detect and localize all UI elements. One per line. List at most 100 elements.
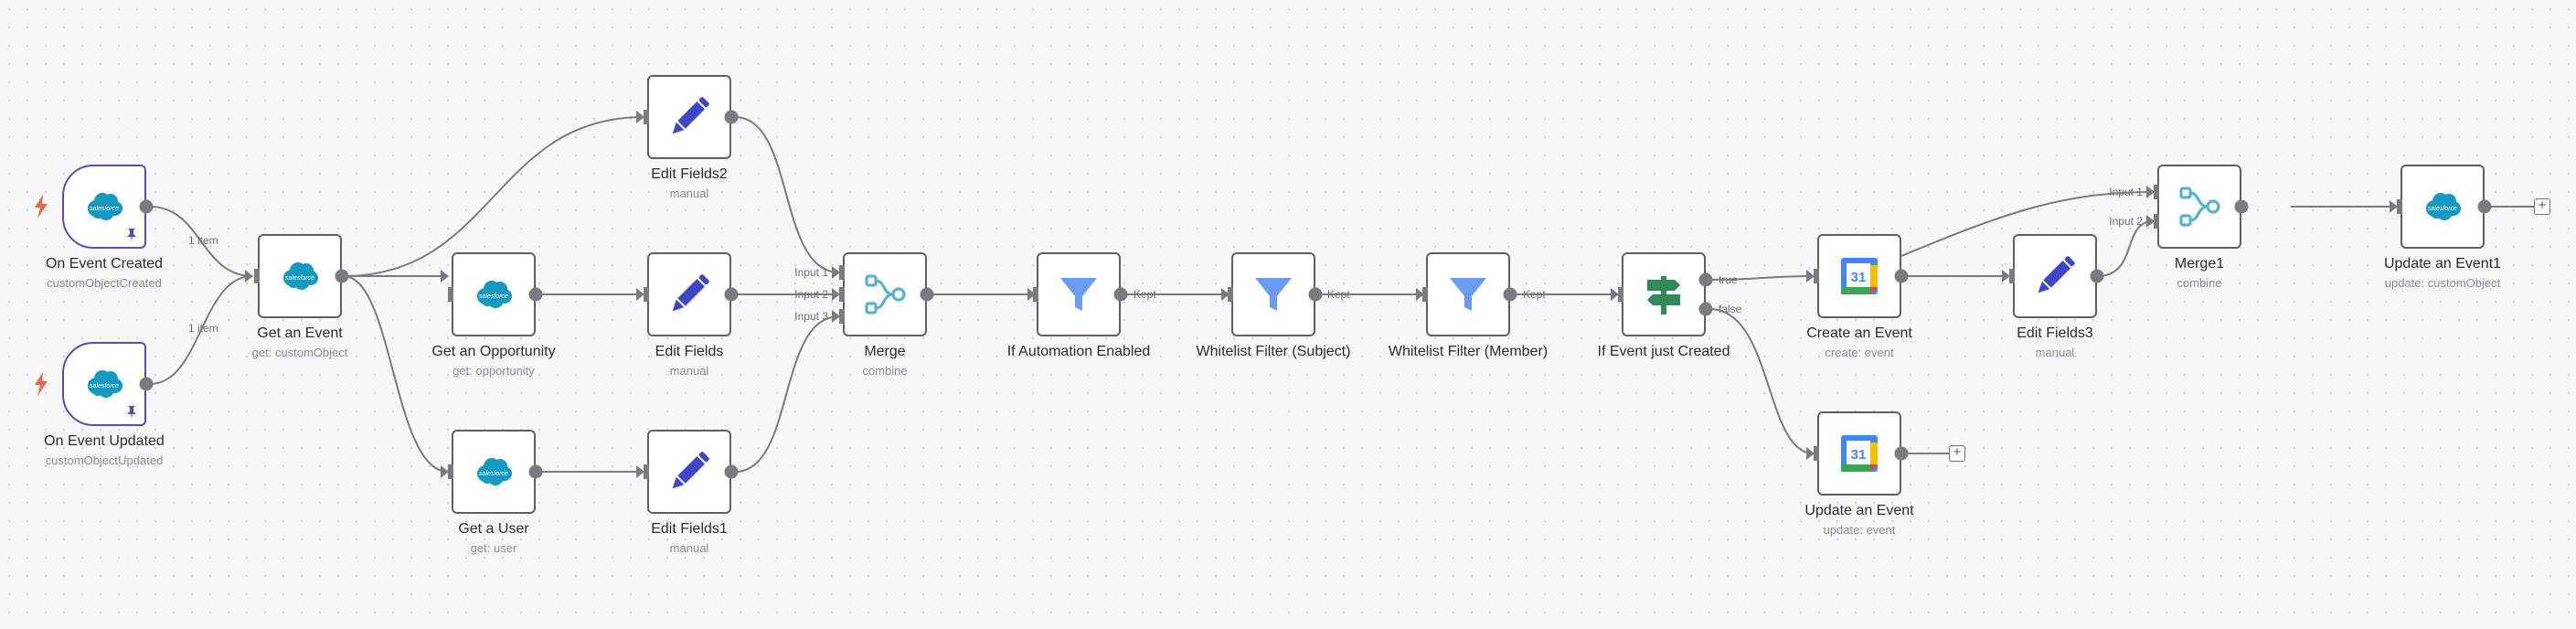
- input-handle[interactable]: [254, 269, 260, 283]
- salesforce-icon: salesforce: [278, 254, 322, 298]
- node-if-event-just-created[interactable]: [1622, 252, 1706, 336]
- node-label: On Event Created: [45, 256, 164, 272]
- node-label: If Automation Enabled: [1006, 344, 1151, 359]
- input-handle[interactable]: [1814, 269, 1819, 283]
- node-get-an-event[interactable]: salesforce: [258, 234, 342, 318]
- input-label-1: Input 1: [2109, 186, 2143, 198]
- input-handle[interactable]: [2154, 185, 2159, 199]
- salesforce-icon: salesforce: [2421, 185, 2464, 229]
- edge[interactable]: [1708, 308, 1815, 454]
- salesforce-icon: salesforce: [472, 450, 516, 494]
- output-handle-false[interactable]: [1698, 302, 1713, 316]
- add-node-button[interactable]: +: [2534, 198, 2550, 215]
- edge-label-one-item: 1 item: [188, 322, 218, 335]
- edge[interactable]: [343, 116, 644, 277]
- output-handle[interactable]: [335, 269, 349, 283]
- node-on-event-created[interactable]: salesforce: [62, 165, 146, 249]
- node-edit-fields[interactable]: [647, 252, 731, 336]
- edge-label-kept: Kept: [1134, 288, 1156, 301]
- node-subtitle: get: customObject: [251, 346, 348, 359]
- node-label: Create an Event: [1806, 325, 1912, 341]
- node-subtitle: combine: [862, 364, 908, 378]
- output-handle[interactable]: [1503, 287, 1517, 302]
- output-handle[interactable]: [528, 464, 543, 479]
- input-handle[interactable]: [1033, 287, 1038, 302]
- output-handle[interactable]: [1894, 269, 1909, 283]
- output-handle[interactable]: [2477, 199, 2492, 214]
- trigger-bolt-icon: [35, 372, 48, 396]
- add-node-button[interactable]: +: [1949, 445, 1965, 462]
- node-label: On Event Updated: [44, 433, 165, 449]
- signpost-icon: [1642, 272, 1686, 316]
- input-handle[interactable]: [1618, 287, 1623, 302]
- output-handle[interactable]: [139, 199, 154, 214]
- node-label: Edit Fields: [655, 344, 724, 359]
- output-handle[interactable]: [139, 377, 154, 391]
- output-handle[interactable]: [1894, 446, 1909, 461]
- node-label: Merge: [864, 344, 906, 359]
- input-handle[interactable]: [1422, 287, 1428, 302]
- output-handle[interactable]: [724, 464, 739, 479]
- node-subtitle: update: customObject: [2384, 276, 2501, 290]
- pencil-icon: [2033, 254, 2077, 298]
- svg-text:salesforce: salesforce: [479, 293, 508, 300]
- output-handle[interactable]: [920, 287, 934, 302]
- input-handle[interactable]: [839, 265, 845, 280]
- edge[interactable]: [149, 275, 253, 385]
- svg-text:salesforce: salesforce: [479, 471, 508, 477]
- node-get-an-opportunity[interactable]: salesforce: [452, 252, 536, 336]
- filter-icon: [1251, 272, 1295, 316]
- node-label: Update an Event1: [2383, 256, 2502, 272]
- google-calendar-icon: 31: [1837, 254, 1881, 298]
- node-label: Edit Fields3: [2017, 325, 2093, 341]
- input-handle[interactable]: [644, 110, 649, 124]
- node-label: If Event just Created: [1597, 344, 1730, 359]
- input-handle[interactable]: [644, 287, 649, 302]
- edge[interactable]: [343, 275, 449, 473]
- edge-label-true: true: [1719, 273, 1738, 286]
- output-handle-true[interactable]: [1698, 272, 1713, 287]
- edge[interactable]: [2096, 220, 2155, 277]
- output-handle[interactable]: [1113, 287, 1128, 302]
- edge[interactable]: [149, 206, 253, 277]
- input-handle[interactable]: [2009, 269, 2015, 283]
- edge[interactable]: [1708, 275, 1815, 281]
- output-handle[interactable]: [724, 287, 739, 302]
- filter-icon: [1446, 272, 1490, 316]
- svg-text:salesforce: salesforce: [90, 206, 119, 212]
- edge[interactable]: [734, 315, 840, 473]
- svg-text:31: 31: [1851, 270, 1867, 285]
- output-handle[interactable]: [2234, 199, 2249, 214]
- node-edit-fields2[interactable]: [647, 75, 731, 159]
- node-label: Get a User: [458, 521, 529, 537]
- output-handle[interactable]: [528, 287, 543, 302]
- output-handle[interactable]: [2090, 269, 2104, 283]
- node-subtitle: manual: [669, 364, 709, 378]
- input-handle[interactable]: [1228, 287, 1233, 302]
- output-handle[interactable]: [724, 110, 739, 124]
- input-handle[interactable]: [448, 287, 453, 302]
- input-handle[interactable]: [2397, 199, 2402, 214]
- input-handle[interactable]: [839, 309, 845, 324]
- output-handle[interactable]: [1308, 287, 1323, 302]
- node-create-an-event[interactable]: 31: [1817, 234, 1901, 318]
- node-merge1[interactable]: [2157, 165, 2241, 249]
- node-subtitle: get: opportunity: [452, 364, 535, 378]
- input-handle[interactable]: [1814, 446, 1819, 461]
- edge[interactable]: [734, 116, 840, 273]
- input-handle[interactable]: [448, 464, 453, 479]
- node-whitelist-member[interactable]: [1426, 252, 1510, 336]
- pin-icon: [127, 406, 136, 420]
- node-label: Get an Opportunity: [431, 344, 556, 359]
- input-handle[interactable]: [644, 464, 649, 479]
- pencil-icon: [667, 95, 711, 139]
- input-label-2: Input 2: [794, 288, 828, 301]
- input-handle[interactable]: [839, 287, 845, 302]
- node-whitelist-subject[interactable]: [1231, 252, 1315, 336]
- svg-text:salesforce: salesforce: [285, 275, 314, 282]
- node-subtitle: combine: [2177, 276, 2222, 290]
- input-handle[interactable]: [2154, 214, 2159, 229]
- edge[interactable]: [1900, 191, 2155, 257]
- node-subtitle: manual: [2035, 346, 2075, 359]
